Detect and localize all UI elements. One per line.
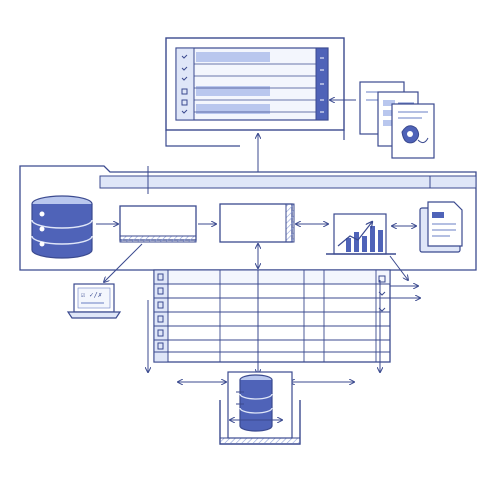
process-box-1 [119, 205, 197, 243]
storage-database-icon [236, 374, 273, 432]
monitor-check-icons [181, 54, 188, 114]
document-stack-icon [359, 81, 435, 159]
table-row-icons [157, 273, 386, 350]
database-icon [31, 195, 93, 259]
report-document-icon [419, 201, 463, 253]
monitor-scrollbar-marks [320, 57, 324, 113]
process-box-2 [219, 203, 295, 243]
bar-chart-icon [326, 213, 396, 255]
laptop-icon: ☑ ✓/✗ [66, 283, 122, 319]
data-table [153, 269, 391, 363]
monitor-list-rows [194, 52, 316, 114]
laptop-screen-text: ☑ ✓/✗ [81, 291, 102, 299]
top-monitor [165, 37, 345, 147]
